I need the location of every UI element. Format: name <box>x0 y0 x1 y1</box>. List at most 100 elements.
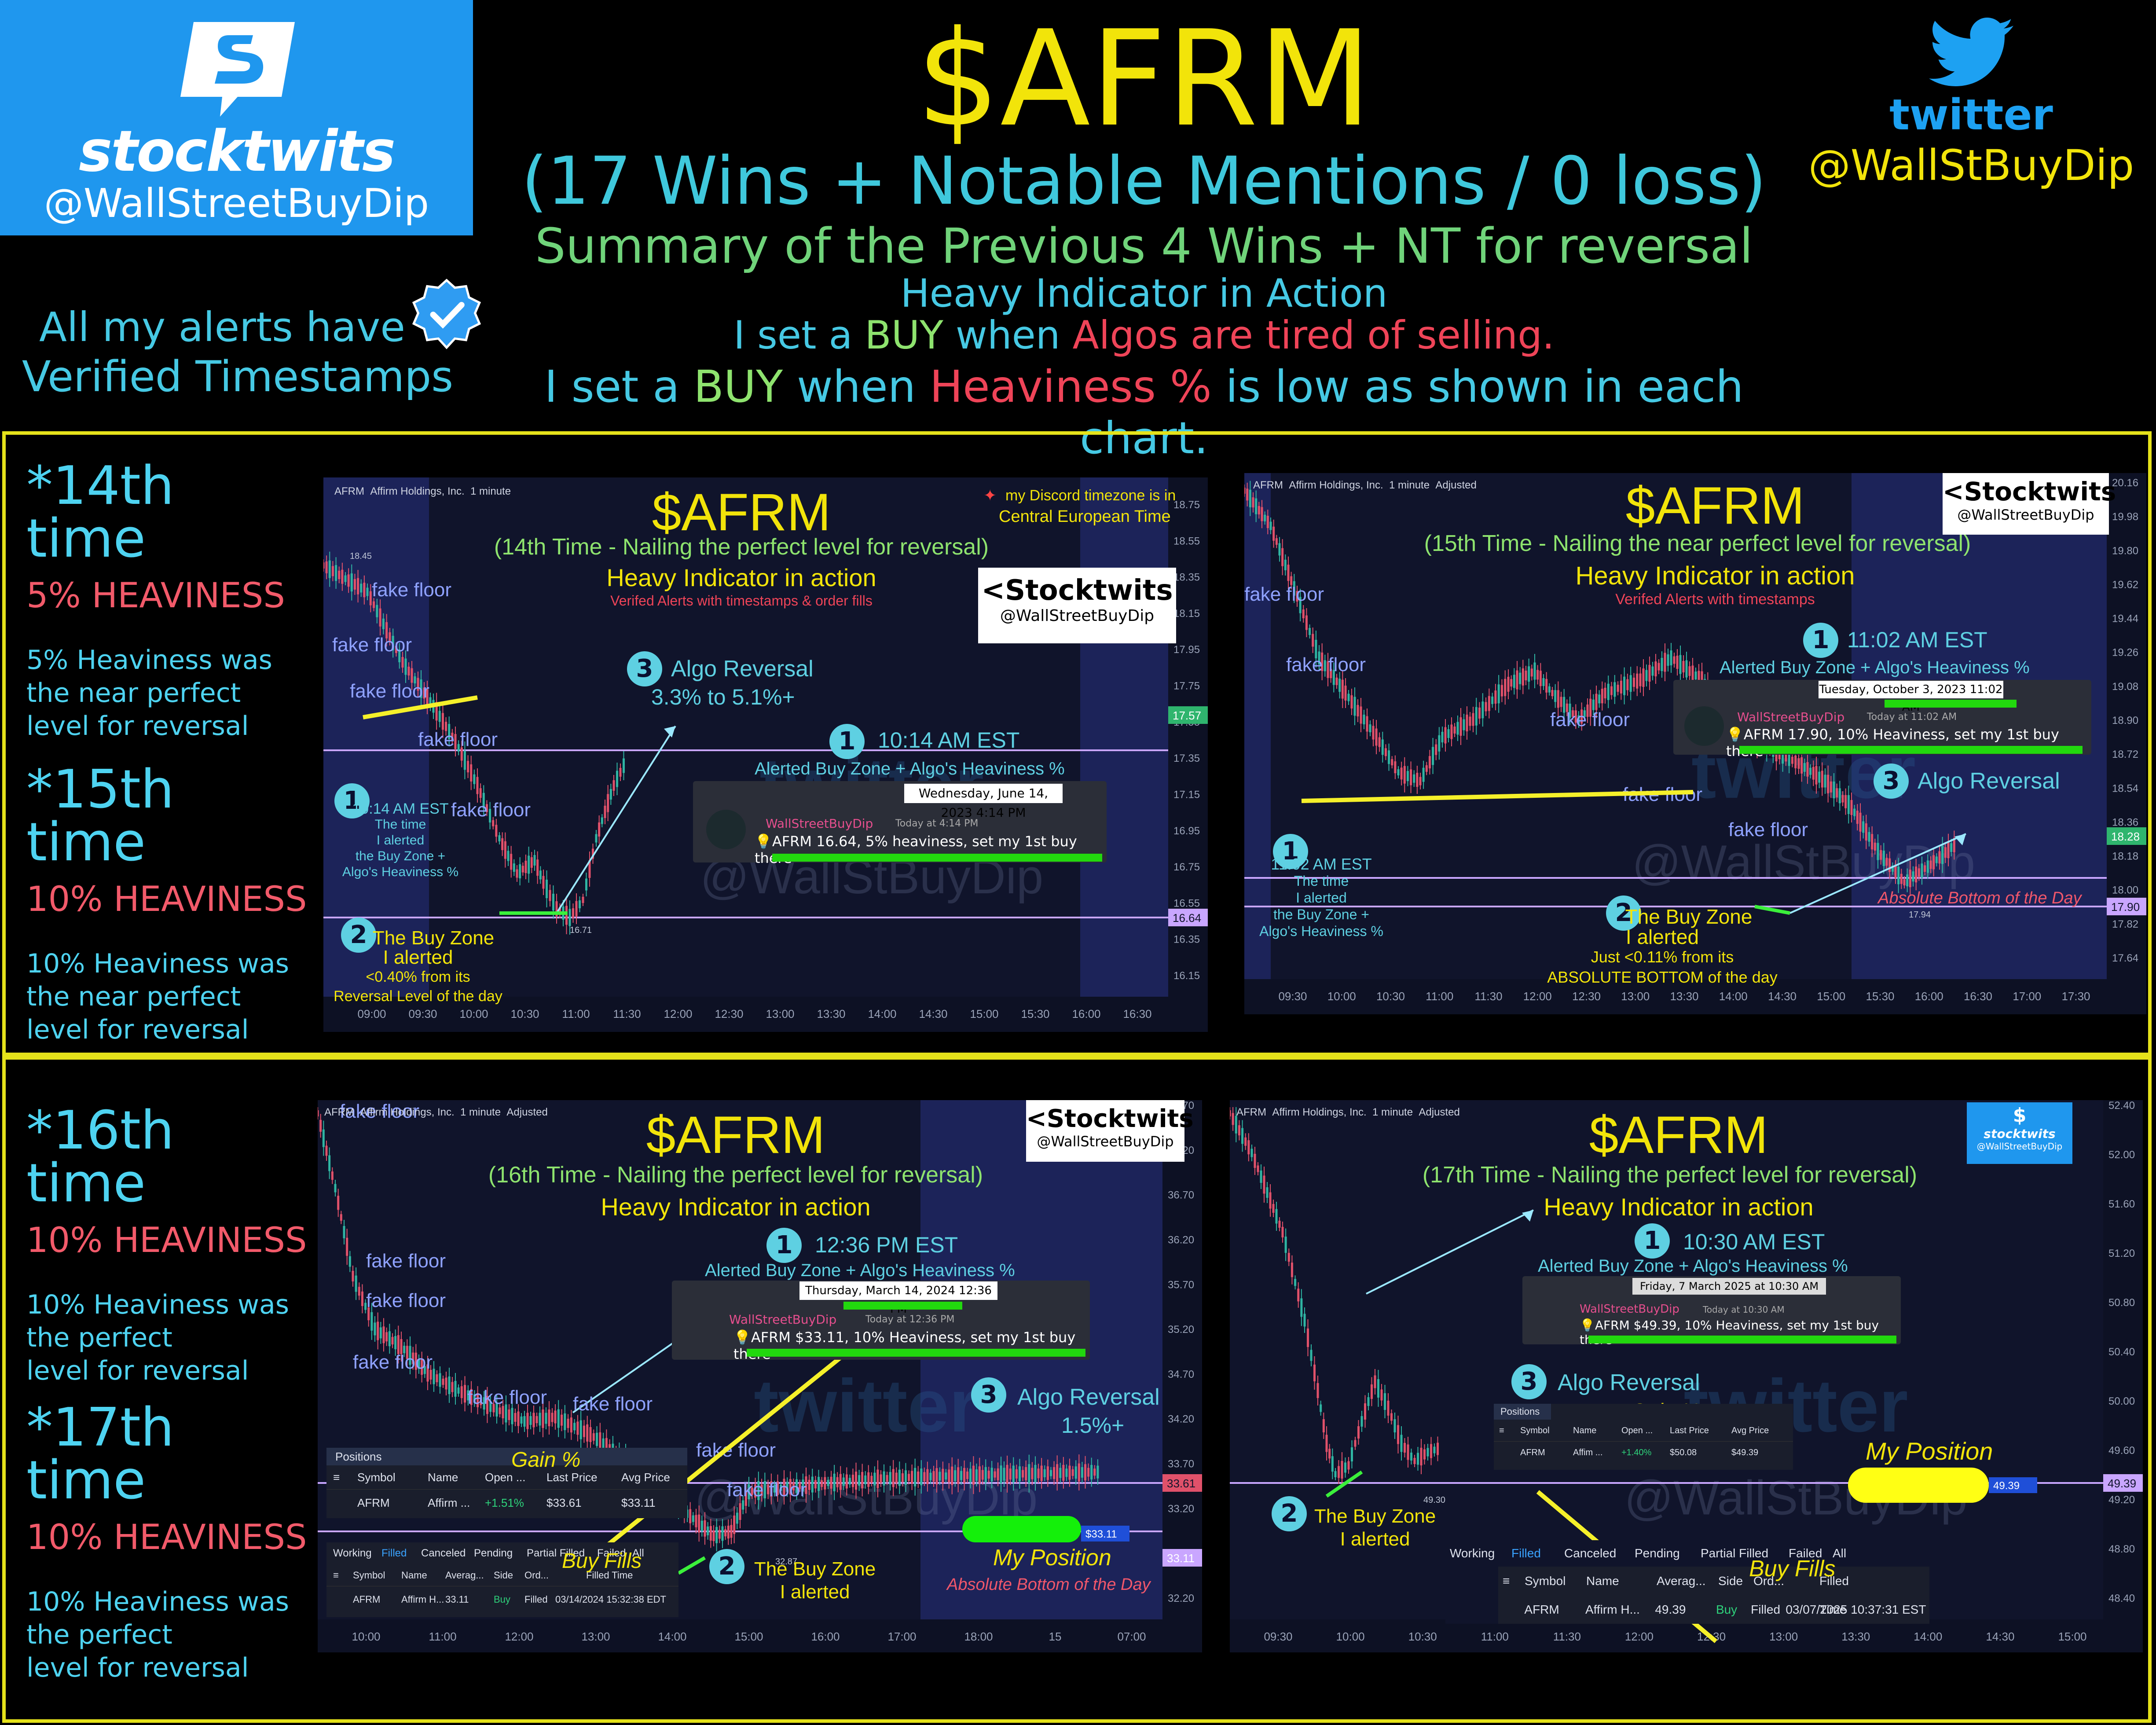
step-1-icon: 1 <box>1273 834 1308 869</box>
tab-all[interactable]: All <box>632 1547 644 1559</box>
table-row[interactable]: AFRM Affirm H... 49.39 Buy Filled 03/07/… <box>1498 1595 1929 1624</box>
candle-body <box>1827 774 1830 793</box>
alerted-label: Alerted Buy Zone + Algo's Heaviness % <box>1538 1256 1848 1276</box>
candle-body <box>1545 679 1548 693</box>
algos-line: I set a BUY when Algos are tired of sell… <box>733 312 1555 358</box>
tab-canceled[interactable]: Canceled <box>1564 1546 1617 1560</box>
candle-body <box>1291 1263 1293 1277</box>
menu-icon[interactable]: ≡ <box>1499 1426 1504 1435</box>
buy-zone-note: The Buy Zone I alerted <box>1314 1505 1436 1550</box>
price-tag-2: 17.57 <box>1173 709 1201 722</box>
tab-failed[interactable]: Failed <box>1789 1546 1822 1560</box>
candle-body <box>1613 682 1616 697</box>
twitter-bird-icon <box>1929 18 2013 86</box>
candle-body <box>551 1413 554 1422</box>
positions-panel[interactable]: Positions ≡ Symbol Name Open ... Last Pr… <box>326 1448 687 1518</box>
candle-body <box>911 1471 913 1484</box>
tab-filled[interactable]: Filled <box>1511 1546 1541 1560</box>
positions-tab[interactable]: Positions <box>326 1448 687 1465</box>
time-tick: 13:30 <box>817 1007 845 1020</box>
side-desc: level for reversal <box>26 711 249 741</box>
menu-icon[interactable]: ≡ <box>1503 1574 1510 1588</box>
candle-body <box>1347 694 1350 701</box>
menu-icon[interactable]: ≡ <box>333 1471 340 1484</box>
candle-body <box>1841 795 1844 803</box>
candle-body <box>1453 727 1456 734</box>
tab-canceled[interactable]: Canceled <box>421 1547 466 1559</box>
tab-partial[interactable]: Partial Filled <box>1701 1546 1769 1560</box>
candle-body <box>1664 653 1666 672</box>
candle-body <box>526 1413 529 1429</box>
chart-toolbar: AFRM Affirm Holdings, Inc. 1 minute <box>334 485 511 497</box>
tab-pending[interactable]: Pending <box>1635 1546 1680 1560</box>
discord-note-2: Central European Time <box>999 507 1171 526</box>
orders-panel[interactable]: Working Filled Canceled Pending Partial … <box>1445 1540 1929 1624</box>
candle-body <box>357 578 359 595</box>
fake-floor-label: fake floor <box>353 1351 433 1373</box>
time-tick: 13:30 <box>1670 990 1698 1003</box>
candle-body <box>1929 860 1932 869</box>
time-tick: 16:30 <box>1964 990 1992 1003</box>
candle-body <box>796 1479 798 1493</box>
candle-body <box>348 1256 351 1267</box>
tab-partial[interactable]: Partial Filled <box>527 1547 585 1559</box>
price-tag-2: 18.28 <box>2111 830 2140 843</box>
step-1-icon: 1 <box>334 783 370 818</box>
candle-body <box>350 573 353 592</box>
candle-body <box>457 744 460 752</box>
candle-body <box>1833 782 1835 798</box>
candle-body <box>1404 1443 1406 1453</box>
table-row[interactable]: AFRM Affirm H... 33.11 Buy Filled 03/14/… <box>353 1594 666 1605</box>
candle-body <box>1278 543 1281 556</box>
twitter-badge[interactable]: twitter @WallStBuyDip <box>1804 18 2138 194</box>
side-desc: the near perfect <box>26 981 241 1012</box>
time-tick: 16:00 <box>1915 990 1943 1003</box>
positions-tab[interactable]: Positions <box>1494 1404 1551 1420</box>
candle-body <box>848 1478 851 1485</box>
table-row[interactable]: AFRM Affim ... +1.40% $50.08 $49.39 <box>1520 1448 1759 1457</box>
tab-failed[interactable]: Failed <box>597 1547 626 1559</box>
tab-pending[interactable]: Pending <box>474 1547 513 1559</box>
candle-body <box>742 1500 744 1510</box>
heavy-line: Heavy Indicator in Action <box>900 271 1388 316</box>
candle-body <box>960 1471 963 1480</box>
side-heaviness: 5% HEAVINESS <box>26 576 285 616</box>
candle-body <box>1244 488 1246 494</box>
candle-body <box>1403 766 1406 784</box>
tab-filled[interactable]: Filled <box>381 1547 407 1559</box>
candle-body <box>1381 739 1384 755</box>
tab-all[interactable]: All <box>1833 1546 1847 1560</box>
time-tick: 09:00 <box>357 1007 386 1020</box>
candle-body <box>423 1366 426 1374</box>
candle-body <box>492 820 495 826</box>
candle-body <box>1528 666 1530 682</box>
tab-working[interactable]: Working <box>1450 1546 1495 1560</box>
candle-body <box>1081 1467 1083 1478</box>
chart-14th[interactable]: 18.7518.5518.3518.1517.9517.7517.5517.35… <box>323 477 1208 1032</box>
candle-body <box>460 747 463 761</box>
my-position-label: My Position <box>993 1545 1111 1571</box>
candle-body <box>1691 665 1694 681</box>
session-shade <box>1244 473 1271 979</box>
candle-body <box>1516 670 1518 690</box>
menu-icon[interactable]: ≡ <box>333 1570 339 1581</box>
candle-body <box>1944 847 1947 858</box>
chart-16th[interactable]: 37.7037.2036.7036.2035.7035.2034.7034.20… <box>318 1100 1202 1652</box>
candle-body <box>939 1472 941 1481</box>
candle-body <box>1950 843 1953 852</box>
sidebar-17th: *17th time 10% HEAVINESS 10% Heaviness w… <box>26 1402 308 1685</box>
candle-body <box>1818 771 1821 783</box>
candle-body <box>445 722 447 731</box>
stocktwits-badge[interactable]: stocktwits @WallStreetBuyDip <box>0 0 473 235</box>
table-row[interactable]: AFRM Affirm ... +1.51% $33.61 $33.11 <box>357 1496 656 1509</box>
orders-panel[interactable]: Working Filled Canceled Pending Partial … <box>326 1542 678 1617</box>
positions-panel[interactable]: Positions ≡ Symbol Name Open ... Last Pr… <box>1494 1404 1793 1470</box>
candle-body <box>1554 690 1557 702</box>
candle-body <box>502 1406 504 1418</box>
candle-body <box>433 1369 435 1384</box>
tab-working[interactable]: Working <box>333 1547 372 1559</box>
candle-body <box>473 1394 476 1403</box>
price-tick: 18.55 <box>1173 535 1200 547</box>
